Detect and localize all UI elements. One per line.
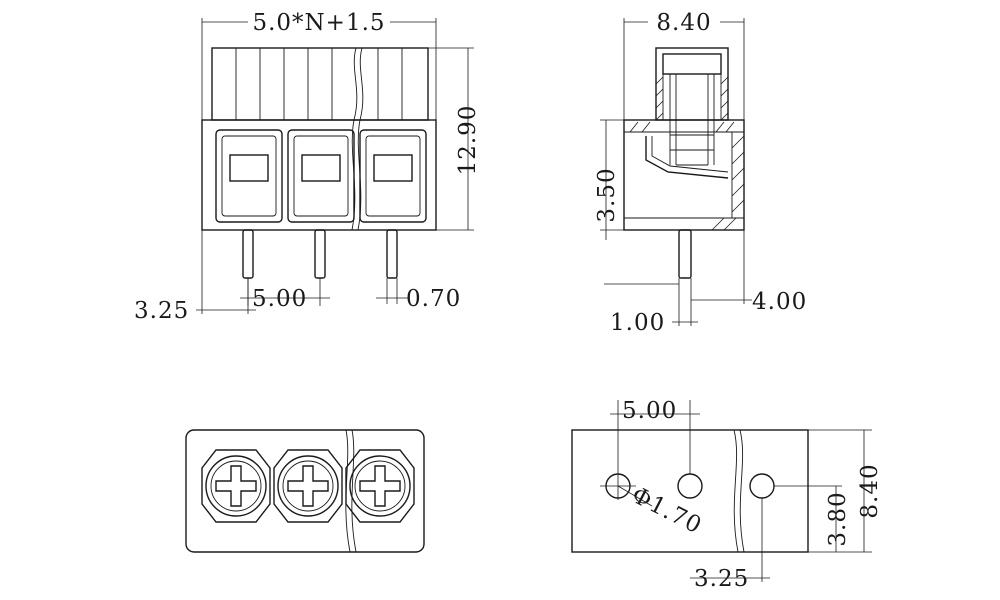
front-terminal-2 [287, 129, 355, 223]
dim-side-pin-offset: 4.00 [691, 230, 807, 315]
dim-side-depth: 8.40 [623, 10, 745, 120]
front-terminal-1 [215, 129, 283, 223]
bottom-hole-3 [749, 473, 775, 499]
side-housing-hatch [655, 76, 729, 121]
dim-front-pitch: 5.00 [240, 278, 330, 312]
bottom-break-line [733, 429, 739, 553]
dim-side-pin-width-label: 1.00 [610, 310, 665, 336]
side-screw-housing [655, 47, 729, 166]
dim-front-edge-offset: 3.25 [134, 230, 256, 324]
top-screw-1 [201, 449, 271, 523]
front-pin-1 [242, 229, 254, 279]
dim-front-height: 12.90 [428, 47, 481, 231]
top-screw-2 [273, 449, 343, 523]
dim-bottom-pitch: 5.00 [610, 398, 700, 424]
dim-side-depth-label: 8.40 [656, 10, 711, 36]
side-body-hatch [629, 121, 745, 231]
front-pin-2 [314, 229, 326, 279]
side-view: 8.40 3.50 1.00 4.00 [594, 10, 807, 336]
bottom-hole-2 [677, 473, 703, 499]
dim-bottom-depth-label: 8.40 [857, 463, 883, 518]
front-body [201, 119, 437, 231]
dim-front-overall-width-label: 5.0*N+1.5 [252, 10, 385, 36]
bottom-view: 5.00 Φ1.70 8.40 3.80 3.25 [571, 398, 883, 592]
side-pin [678, 229, 692, 279]
dim-bottom-edge-offset-label: 3.25 [694, 566, 749, 592]
dim-bottom-hole-diameter: Φ1.70 [617, 482, 706, 539]
dim-front-pin-width: 0.70 [376, 278, 461, 312]
front-terminal-3 [359, 129, 427, 223]
top-view [185, 429, 425, 553]
dim-bottom-hole-row-offset-label: 3.80 [825, 491, 851, 546]
dim-bottom-pitch-label: 5.00 [622, 398, 677, 424]
side-body [623, 119, 745, 231]
top-break-line [345, 429, 351, 553]
side-clamp-spring [645, 136, 729, 179]
dim-front-overall-width: 5.0*N+1.5 [201, 10, 437, 120]
dim-front-pitch-label: 5.00 [252, 286, 307, 312]
dim-bottom-depth: 8.40 [808, 429, 883, 553]
dim-front-pin-width-label: 0.70 [406, 286, 461, 312]
top-screw-3 [345, 449, 415, 523]
front-break-line [351, 47, 358, 231]
dim-bottom-edge-offset: 3.25 [690, 498, 770, 592]
dim-front-height-label: 12.90 [455, 105, 481, 176]
dim-side-body-height-label: 3.50 [594, 167, 620, 222]
dim-side-body-height: 3.50 [594, 119, 624, 240]
front-top-ribs [211, 47, 429, 121]
dim-side-pin-width: 1.00 [604, 278, 698, 336]
top-view-outline [185, 429, 425, 553]
front-pin-3 [386, 229, 398, 279]
dim-bottom-hole-diameter-label: Φ1.70 [627, 482, 706, 539]
dim-bottom-hole-row-offset: 3.80 [774, 485, 851, 552]
front-view: 5.0*N+1.5 12.90 5.00 0.70 3.25 [134, 10, 481, 324]
dim-front-edge-offset-label: 3.25 [134, 298, 189, 324]
dim-side-pin-offset-label: 4.00 [752, 289, 807, 315]
